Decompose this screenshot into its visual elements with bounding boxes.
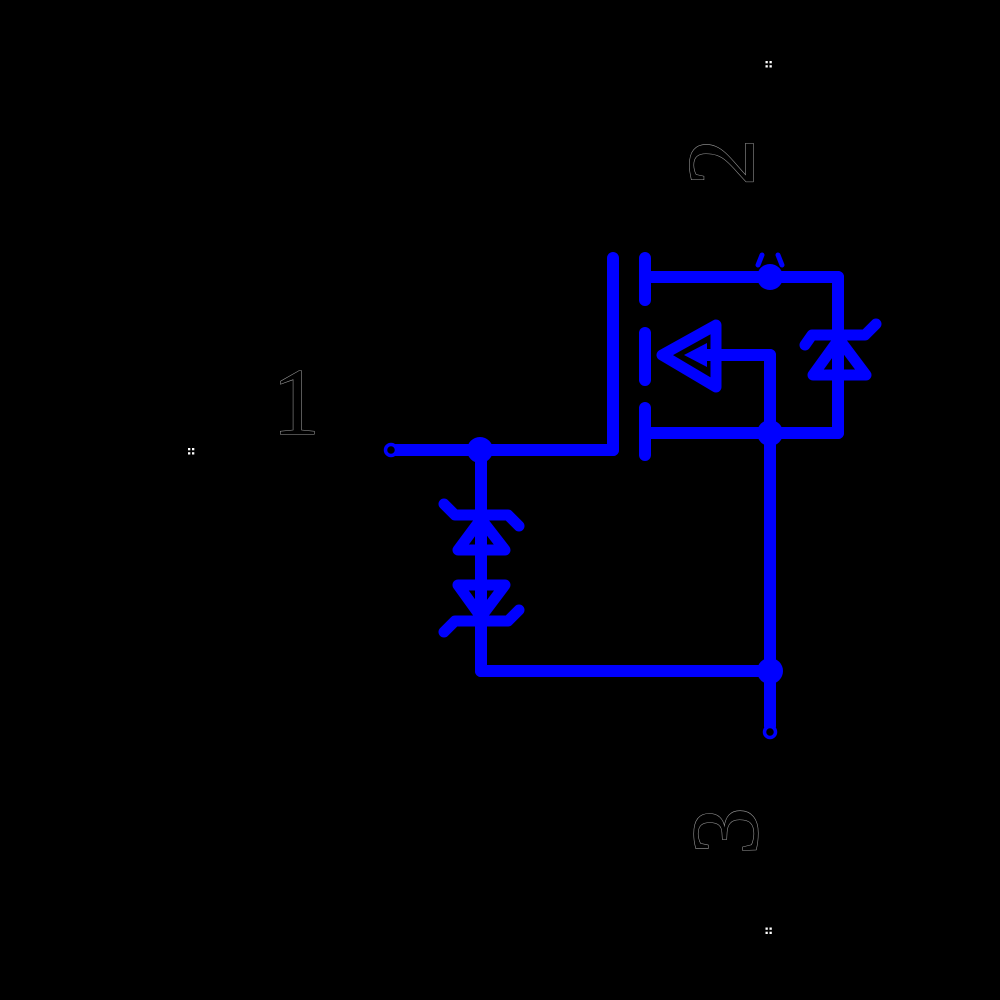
mosfet-symbol[interactable]	[656, 319, 722, 393]
wires[interactable]	[390, 252, 844, 732]
pin1-origin-marker[interactable]	[188, 448, 195, 455]
pin3-origin-marker[interactable]	[765, 927, 772, 935]
gate-zener-lower-cathode-bar	[438, 604, 525, 638]
drain-dot-tick-right	[775, 252, 785, 268]
gate-zener-upper-triangle	[452, 513, 511, 556]
pin1-end-ring[interactable]	[383, 442, 399, 458]
substrate-arrow-icon	[656, 319, 722, 393]
junction-dot-bottom	[757, 658, 783, 684]
junction-dot-drain	[757, 264, 783, 290]
body-zener-triangle	[807, 333, 872, 381]
substrate-arrow-small-head	[684, 343, 707, 367]
pin2-label: 2	[668, 138, 774, 186]
drain-dot-tick-left	[755, 252, 765, 268]
gate-zener-diode-upper[interactable]	[438, 498, 525, 556]
junction-dot-source	[757, 420, 783, 446]
pin3-end-ring[interactable]	[762, 724, 778, 740]
pin1-label: 1	[272, 349, 320, 455]
junction-dot-gate	[467, 437, 493, 463]
body-zener-diode[interactable]	[799, 318, 882, 381]
gate-zener-lower-triangle	[452, 579, 511, 623]
pin3-label: 3	[672, 807, 778, 855]
pin2-origin-marker[interactable]	[765, 61, 772, 68]
junction-dots	[467, 252, 785, 684]
gate-zener-diode-lower[interactable]	[438, 579, 525, 638]
